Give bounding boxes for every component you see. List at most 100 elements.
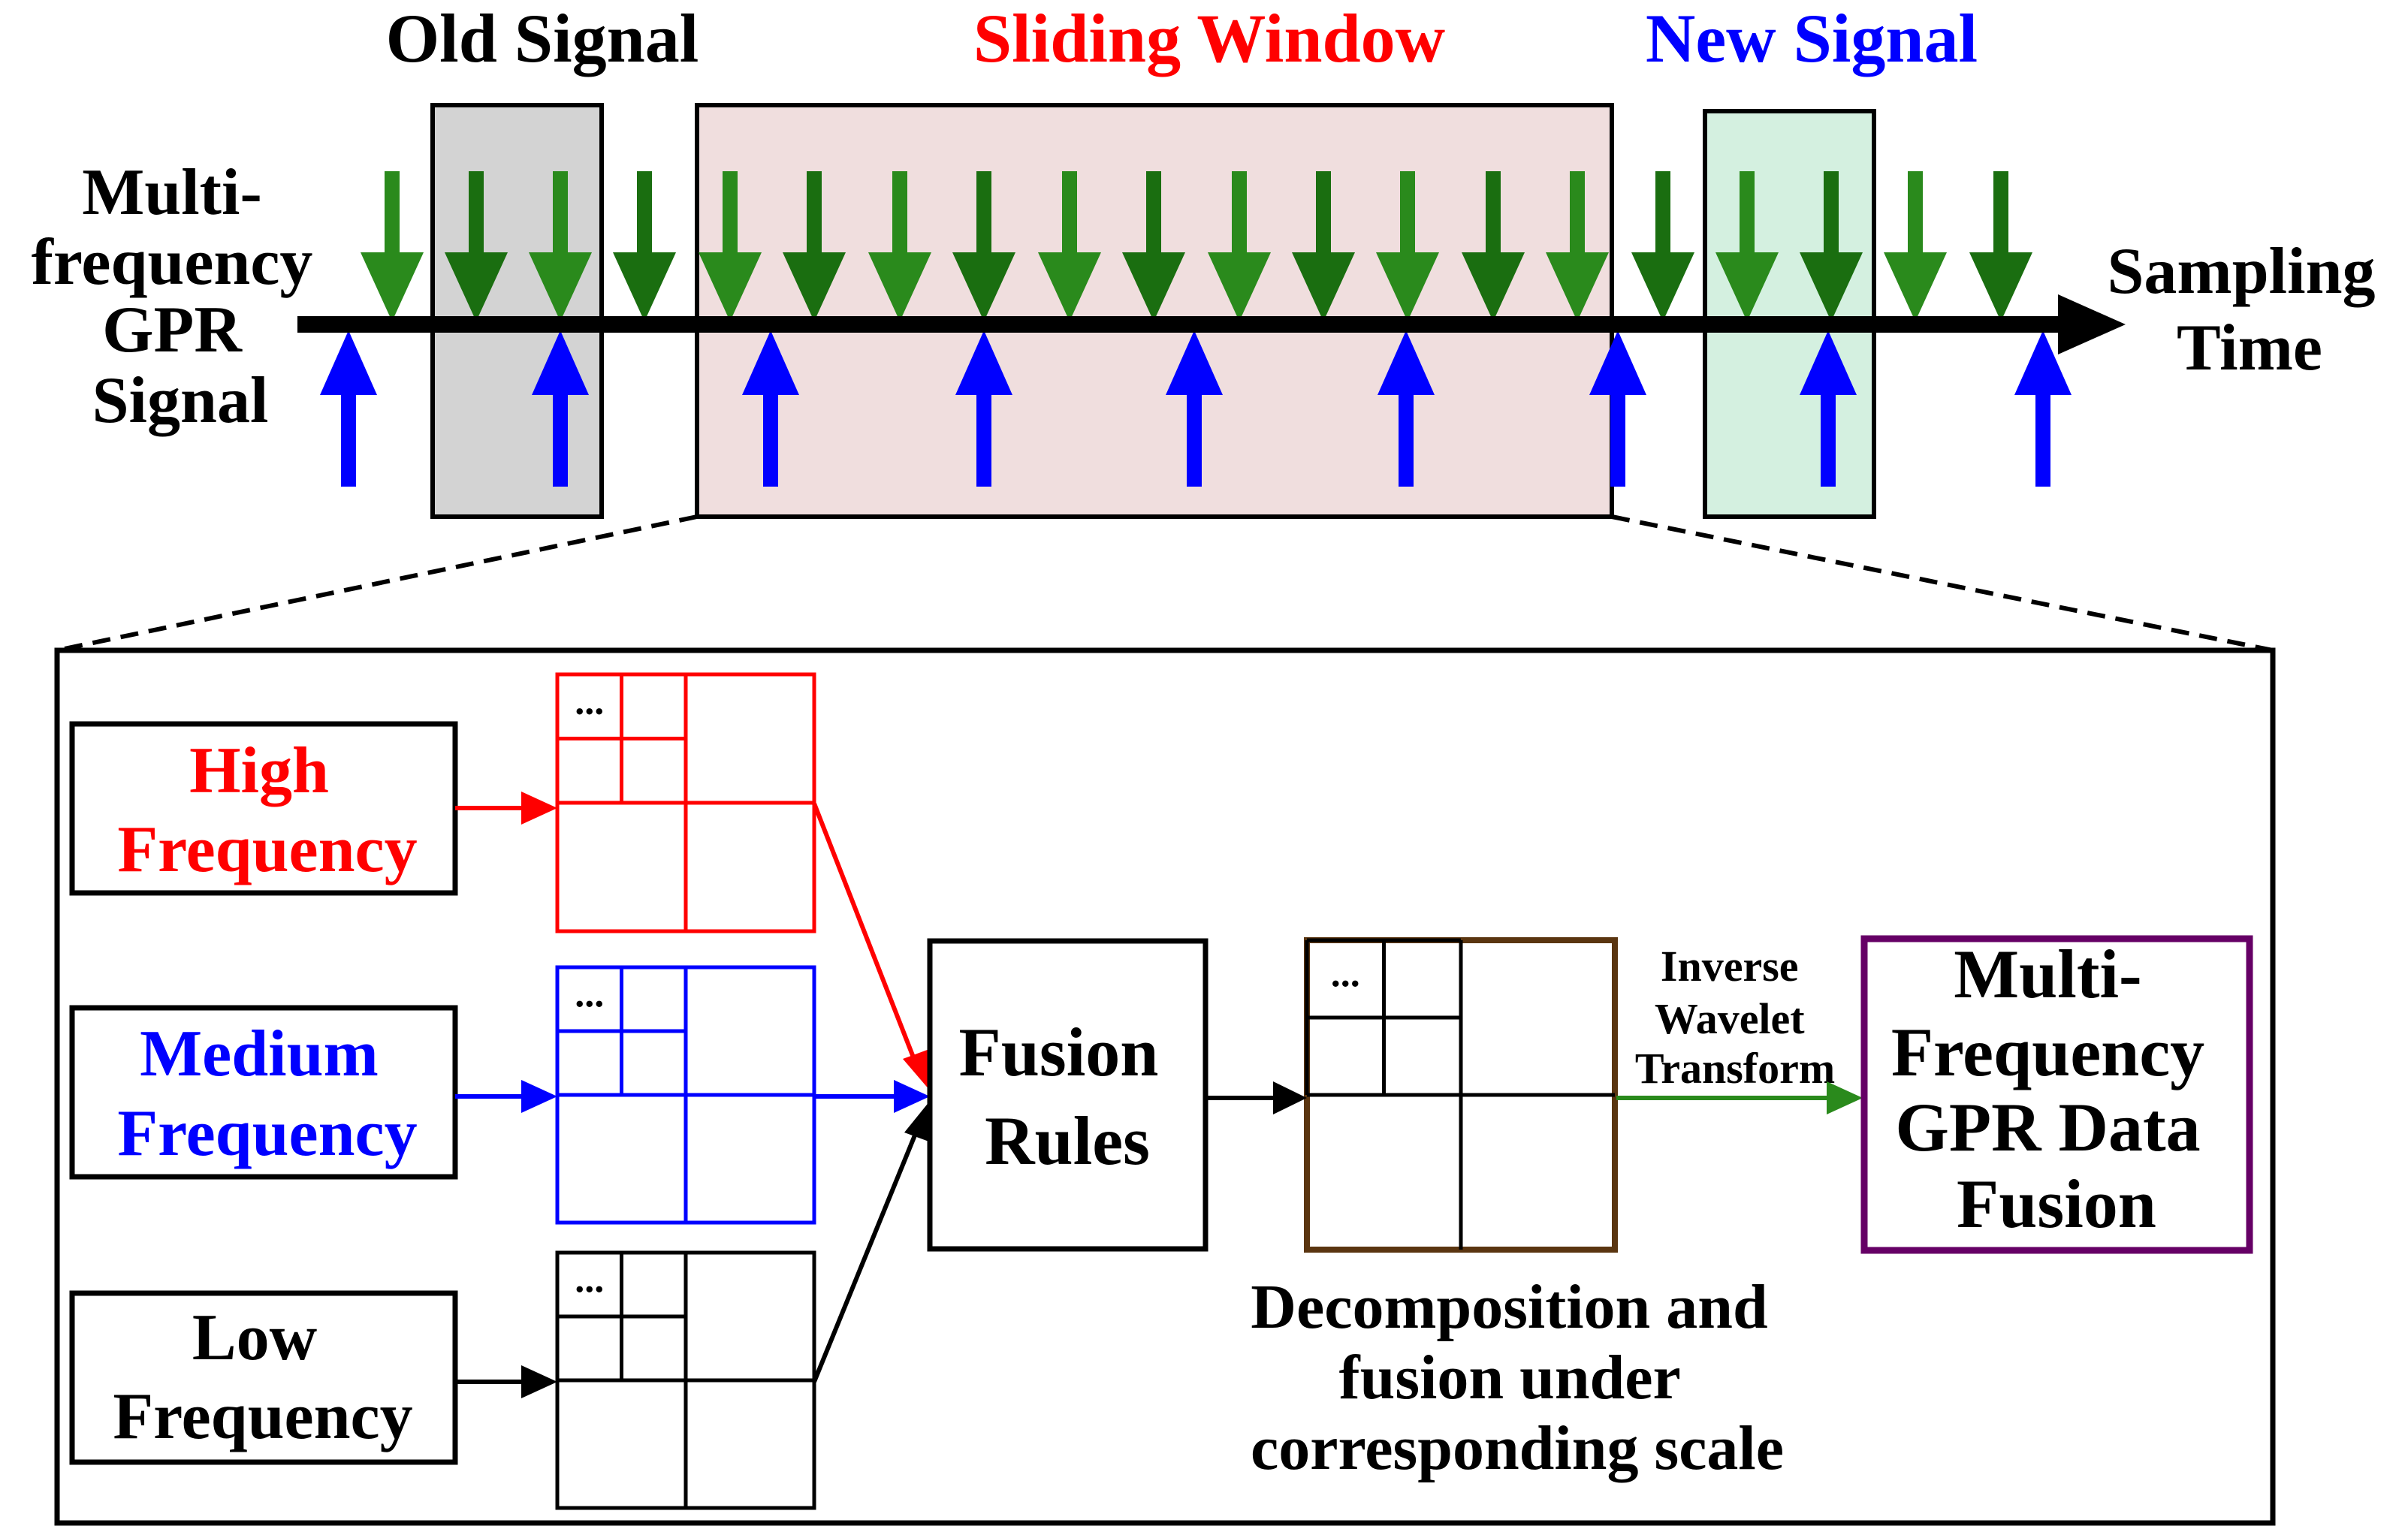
fusion-rules-line-2: Rules [985, 1102, 1150, 1179]
down-sample-arrow-head [868, 252, 931, 321]
down-sample-arrow-head [613, 252, 676, 321]
down-sample-arrow [1546, 171, 1609, 321]
down-sample-arrow [1800, 171, 1863, 321]
down-sample-arrow-head [1546, 252, 1609, 321]
down-sample-arrow-head [1969, 252, 2032, 321]
output-fusion-label: Multi- Frequency GPR Data Fusion [1891, 936, 2222, 1242]
down-sample-arrow [1376, 171, 1439, 321]
inverse-transform-arrowhead [1827, 1081, 1863, 1114]
down-sample-arrow-head [1462, 252, 1525, 321]
down-sample-arrow-head [1208, 252, 1271, 321]
down-sample-arrow [529, 171, 592, 321]
input-label-line-2: frequency [32, 226, 313, 299]
high-frequency-line-1: High [189, 734, 329, 807]
down-sample-arrow-head [529, 252, 592, 321]
up-sample-arrow-head [742, 330, 799, 395]
high-frequency-line-2: Frequency [117, 813, 417, 886]
input-label: Multi- frequency GPR Signal [32, 156, 330, 437]
low-frequency-label: Low Frequency [113, 1301, 412, 1453]
down-sample-arrow-head [1038, 252, 1101, 321]
decomposition-caption-line-2: fusion under [1339, 1343, 1680, 1413]
output-fusion-line-3: GPR Data [1895, 1089, 2200, 1166]
input-label-line-4: Signal [92, 364, 269, 437]
low-frequency-box [69, 1290, 458, 1465]
medium-frequency-line-2: Frequency [117, 1097, 417, 1170]
up-sample-arrow-head [955, 330, 1012, 395]
down-sample-arrow-head [1800, 252, 1863, 321]
down-sample-arrow [1038, 171, 1101, 321]
fused-decomposition-grid: ... [1304, 937, 1618, 1253]
down-sample-arrow-head [1631, 252, 1694, 321]
sample-arrows-up [320, 330, 2072, 487]
up-sample-arrow [2014, 330, 2072, 487]
down-sample-arrow [699, 171, 762, 321]
up-sample-arrow [742, 330, 799, 487]
medium-frequency-grid-ellipsis: ... [575, 973, 604, 1016]
inverse-transform-label: Inverse Wavelet Transform [1635, 942, 1835, 1093]
decomposition-caption: Decomposition and fusion under correspon… [1251, 1272, 1784, 1483]
low-to-grid-arrowhead [521, 1365, 557, 1398]
down-sample-arrow [783, 171, 846, 321]
medium-to-grid-arrowhead [521, 1080, 557, 1113]
fusion-panel: High Frequency Medium Frequency Low Freq… [54, 647, 2276, 1526]
output-fusion-line-2: Frequency [1891, 1014, 2204, 1090]
down-sample-arrow-head [699, 252, 762, 321]
down-sample-arrow [1715, 171, 1779, 321]
output-fusion-line-4: Fusion [1957, 1166, 2156, 1242]
low-grid-to-rules-arrowhead [904, 1101, 933, 1143]
high-frequency-label: High Frequency [117, 734, 417, 886]
down-sample-arrow-head [445, 252, 508, 321]
down-sample-arrow [1884, 171, 1947, 321]
up-sample-arrow-head [1166, 330, 1223, 395]
up-sample-arrow [1378, 330, 1435, 487]
sampling-time-label: Sampling Time [2107, 235, 2391, 384]
low-frequency-grid-ellipsis: ... [575, 1259, 604, 1301]
new-signal-label: New Signal [1646, 0, 1978, 77]
wavelet-grids: ............ [555, 672, 1618, 1510]
sampling-time-line-1: Sampling [2107, 235, 2375, 308]
input-label-line-1: Multi- [82, 156, 262, 229]
input-label-line-3: GPR [102, 294, 243, 366]
zoom-line-left [56, 514, 698, 653]
down-sample-arrow-head [361, 252, 424, 321]
down-sample-arrow [952, 171, 1015, 321]
down-sample-arrow [1208, 171, 1271, 321]
decomposition-caption-line-3: corresponding scale [1251, 1413, 1784, 1483]
down-sample-arrow [868, 171, 931, 321]
fusion-rules-label: Fusion Rules [959, 1014, 1176, 1179]
time-axis-arrowhead [2058, 294, 2126, 354]
zoom-line-right [1611, 514, 2274, 653]
down-sample-arrow-head [1292, 252, 1355, 321]
medium-grid-to-rules-arrowhead [894, 1080, 930, 1113]
fused-grid-ellipsis: ... [1331, 953, 1360, 996]
down-sample-arrow [1969, 171, 2032, 321]
down-sample-arrow-head [1122, 252, 1185, 321]
sampling-time-line-2: Time [2177, 312, 2322, 384]
up-sample-arrow-head [532, 330, 589, 395]
inverse-transform-line-2: Wavelet [1655, 994, 1805, 1043]
output-fusion-line-1: Multi- [1954, 936, 2141, 1012]
up-sample-arrow [1800, 330, 1857, 487]
medium-frequency-label: Medium Frequency [117, 1018, 417, 1170]
down-sample-arrow [613, 171, 676, 321]
rules-to-decomposition-arrowhead [1273, 1081, 1307, 1114]
low-frequency-grid: ... [555, 1250, 816, 1510]
high-frequency-grid-ellipsis: ... [575, 680, 604, 723]
up-sample-arrow-head [1800, 330, 1857, 395]
up-sample-arrow-head [320, 330, 377, 395]
high-to-grid-arrowhead [521, 792, 557, 825]
high-frequency-box [69, 721, 458, 896]
up-sample-arrow-head [1378, 330, 1435, 395]
fusion-panel-frame [54, 647, 2276, 1526]
up-sample-arrow [532, 330, 589, 487]
output-fusion-box [1860, 935, 2253, 1254]
up-sample-arrow-head [1589, 330, 1646, 395]
up-sample-arrow [320, 330, 377, 487]
up-sample-arrow [1589, 330, 1646, 487]
medium-frequency-line-1: Medium [140, 1018, 379, 1090]
medium-frequency-grid: ... [555, 965, 816, 1225]
down-sample-arrow [445, 171, 508, 321]
down-sample-arrow-head [1376, 252, 1439, 321]
